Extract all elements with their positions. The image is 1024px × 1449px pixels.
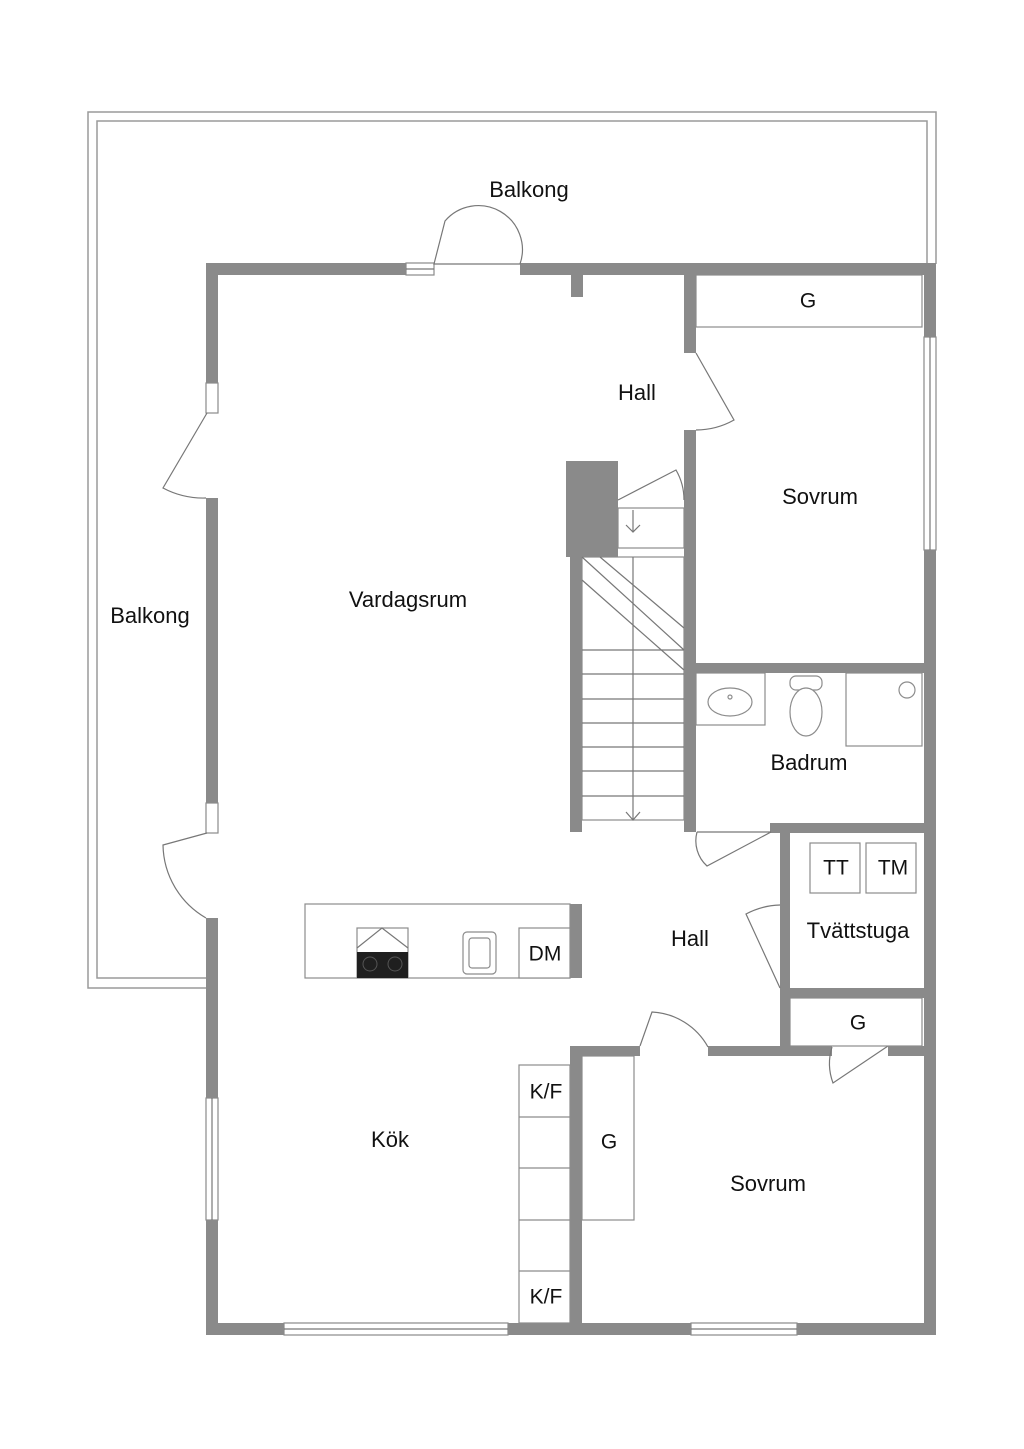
label-kf-top: K/F — [530, 1081, 563, 1104]
label-kok: Kök — [371, 1127, 410, 1152]
label-sovrum-top: Sovrum — [782, 484, 858, 509]
fixtures — [304, 274, 923, 1324]
label-sovrum-bottom: Sovrum — [730, 1171, 806, 1196]
doors — [162, 205, 889, 1084]
windows — [205, 262, 937, 1336]
label-tm: TM — [878, 857, 908, 880]
label-vardagsrum: Vardagsrum — [349, 587, 467, 612]
balcony-outline — [87, 111, 937, 989]
staircase — [581, 507, 685, 821]
interior-walls — [566, 275, 924, 1335]
label-balkong-left: Balkong — [110, 603, 190, 628]
label-tt: TT — [823, 857, 849, 880]
room-labels: Balkong Balkong Vardagsrum Hall Sovrum B… — [110, 177, 910, 1196]
label-hall-mid: Hall — [671, 926, 709, 951]
label-balkong-top: Balkong — [489, 177, 569, 202]
label-g-small: G — [850, 1012, 866, 1035]
exterior-walls — [206, 263, 936, 1335]
label-dm: DM — [529, 943, 562, 966]
label-kf-bottom: K/F — [530, 1286, 563, 1309]
fixture-labels: G TT TM DM G K/F K/F G — [529, 290, 909, 1309]
label-hall-top: Hall — [618, 380, 656, 405]
label-badrum: Badrum — [770, 750, 847, 775]
label-g-top: G — [800, 290, 816, 313]
label-tvattstuga: Tvättstuga — [807, 918, 910, 943]
label-g-closet: G — [601, 1131, 617, 1154]
